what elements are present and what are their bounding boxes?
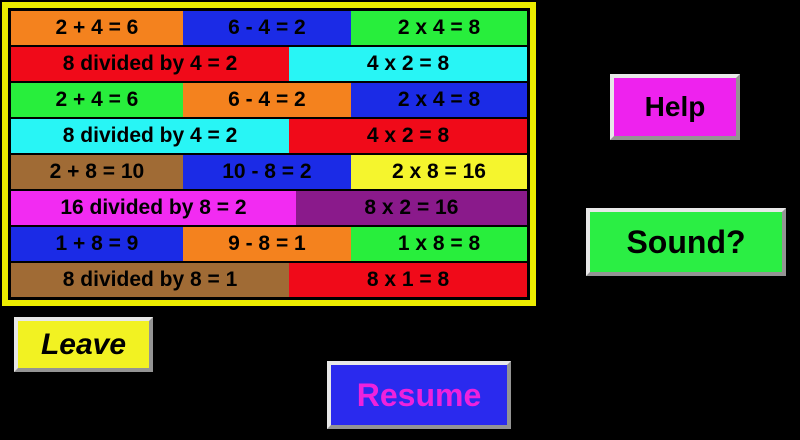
equation-cell[interactable]: 8 x 1 = 8 — [289, 263, 527, 297]
equation-cell[interactable]: 16 divided by 8 = 2 — [11, 191, 296, 225]
equation-cell[interactable]: 2 x 4 = 8 — [351, 83, 527, 117]
equation-cell[interactable]: 2 x 4 = 8 — [351, 11, 527, 45]
equation-cell[interactable]: 1 x 8 = 8 — [351, 227, 527, 261]
equation-cell[interactable]: 1 + 8 = 9 — [11, 227, 183, 261]
help-button-label: Help — [644, 91, 706, 122]
equation-cell[interactable]: 8 divided by 4 = 2 — [11, 47, 290, 81]
equation-cell[interactable]: 4 x 2 = 8 — [289, 119, 527, 153]
equation-cell[interactable]: 8 divided by 8 = 1 — [11, 263, 290, 297]
sound-button[interactable]: Sound? — [586, 208, 786, 276]
resume-button[interactable]: Resume — [327, 361, 511, 429]
equation-cell[interactable]: 2 x 8 = 16 — [351, 155, 527, 189]
equation-cell[interactable]: 4 x 2 = 8 — [289, 47, 527, 81]
equation-cell[interactable]: 9 - 8 = 1 — [182, 227, 352, 261]
equation-cell[interactable]: 2 + 8 = 10 — [11, 155, 183, 189]
leave-button-label: Leave — [40, 327, 127, 361]
equation-cell[interactable]: 2 + 4 = 6 — [11, 83, 183, 117]
equation-cell[interactable]: 6 - 4 = 2 — [182, 11, 352, 45]
sound-button-label: Sound? — [626, 223, 746, 260]
equation-cell[interactable]: 8 divided by 4 = 2 — [11, 119, 290, 153]
equation-cell[interactable]: 6 - 4 = 2 — [182, 83, 352, 117]
equation-cell[interactable]: 10 - 8 = 2 — [182, 155, 352, 189]
leave-button[interactable]: Leave — [14, 317, 153, 372]
resume-button-label: Resume — [356, 376, 482, 413]
help-button[interactable]: Help — [610, 74, 740, 140]
equation-cell[interactable]: 8 x 2 = 16 — [295, 191, 527, 225]
equation-cell[interactable]: 2 + 4 = 6 — [11, 11, 183, 45]
